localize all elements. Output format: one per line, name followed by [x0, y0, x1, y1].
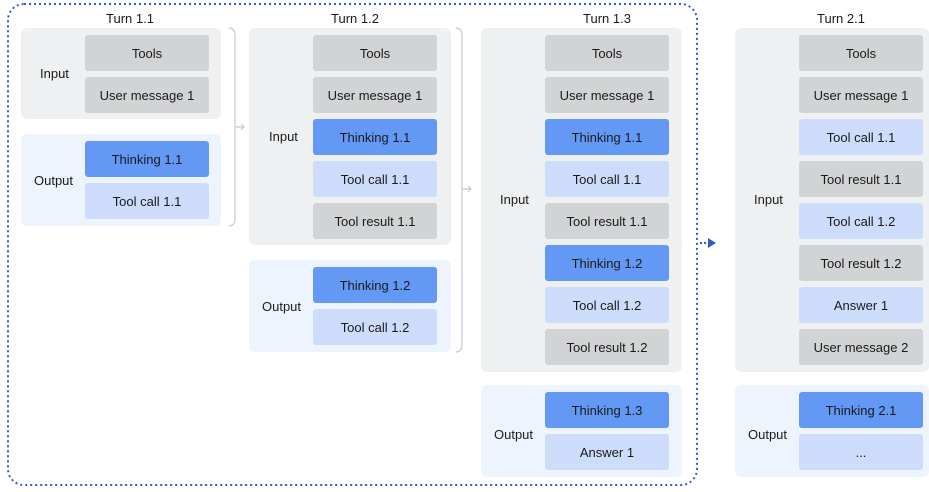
thinking-chip: Thinking 1.2 — [313, 267, 437, 303]
tool-call-chip: Tool call 1.2 — [313, 309, 437, 345]
arrow-turn-1-2-to-1-3 — [463, 185, 472, 193]
tool-call-chip: Tool call 1.2 — [545, 287, 669, 323]
tool-call-chip: Tool call 1.1 — [799, 119, 923, 155]
bracket-turn-1-1 — [228, 27, 236, 227]
user-message-chip: User message 1 — [799, 77, 923, 113]
user-message-chip: User message 1 — [313, 77, 437, 113]
input-label: Input — [269, 129, 298, 144]
answer-chip: Answer 1 — [545, 434, 669, 470]
output-label: Output — [262, 299, 302, 314]
thinking-chip: Thinking 1.1 — [85, 141, 209, 177]
thinking-chip: Thinking 2.1 — [799, 392, 923, 428]
tool-call-chip: Tool call 1.1 — [545, 161, 669, 197]
input-label: Input — [500, 192, 529, 207]
answer-chip: Answer 1 — [799, 287, 923, 323]
tool-result-chip: Tool result 1.2 — [799, 245, 923, 281]
tool-result-chip: Tool result 1.2 — [545, 329, 669, 365]
tool-call-chip: Tool call 1.1 — [85, 183, 209, 219]
output-label: Output — [748, 427, 788, 442]
turn-1-group-border — [7, 3, 698, 486]
arrow-dot — [703, 241, 707, 245]
bracket-turn-1-2 — [455, 27, 463, 353]
arrow-to-turn-2-1-icon — [708, 238, 716, 248]
tools-chip: Tools — [799, 35, 923, 71]
thinking-chip: Thinking 1.2 — [545, 245, 669, 281]
tool-result-chip: Tool result 1.1 — [313, 203, 437, 239]
arrow-dot — [699, 241, 703, 245]
arrow-turn-1-1-to-1-2 — [236, 123, 245, 131]
turn-title: Turn 1.1 — [106, 11, 154, 26]
thinking-chip: Thinking 1.1 — [545, 119, 669, 155]
tools-chip: Tools — [545, 35, 669, 71]
ellipsis-chip: ... — [799, 434, 923, 470]
user-message-chip: User message 1 — [85, 77, 209, 113]
user-message-chip: User message 1 — [545, 77, 669, 113]
output-label: Output — [34, 173, 74, 188]
thinking-chip: Thinking 1.1 — [313, 119, 437, 155]
turn-title: Turn 2.1 — [817, 11, 865, 26]
user-message-chip: User message 2 — [799, 329, 923, 365]
tool-call-chip: Tool call 1.2 — [799, 203, 923, 239]
turn-title: Turn 1.3 — [583, 11, 631, 26]
tools-chip: Tools — [313, 35, 437, 71]
tool-result-chip: Tool result 1.1 — [545, 203, 669, 239]
thinking-chip: Thinking 1.3 — [545, 392, 669, 428]
tool-call-chip: Tool call 1.1 — [313, 161, 437, 197]
output-label: Output — [494, 427, 534, 442]
input-label: Input — [754, 192, 783, 207]
tool-result-chip: Tool result 1.1 — [799, 161, 923, 197]
turn-title: Turn 1.2 — [331, 11, 379, 26]
input-label: Input — [40, 66, 69, 81]
tools-chip: Tools — [85, 35, 209, 71]
